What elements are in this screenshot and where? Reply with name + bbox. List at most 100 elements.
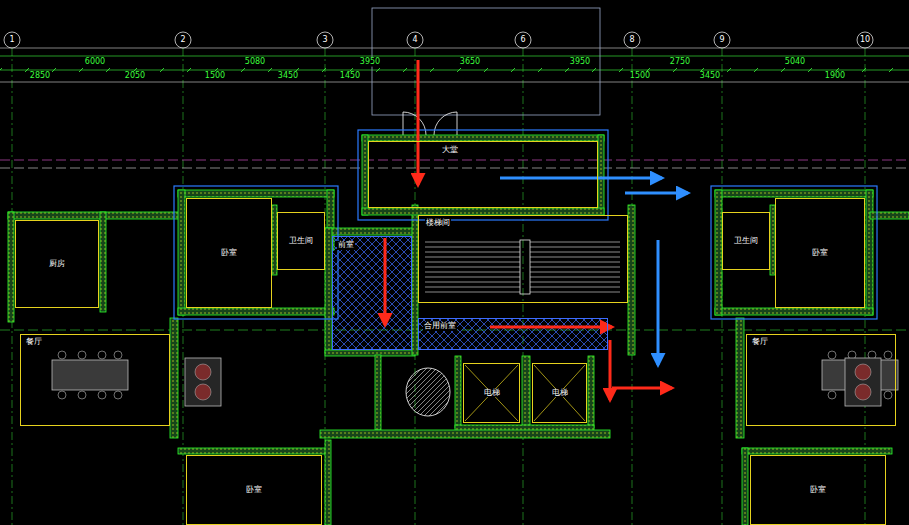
dimension-line (0, 48, 909, 49)
room-name: 卧室 (811, 249, 829, 258)
dimension-line (0, 82, 909, 83)
dimension-tick (781, 68, 785, 72)
chair (78, 391, 86, 399)
room: 电梯 (463, 363, 520, 423)
chair (828, 391, 836, 399)
stair-tread (425, 267, 520, 268)
dimension: 1900 (824, 72, 846, 81)
room: 卧室 (186, 198, 272, 308)
axis-number: 4 (411, 36, 418, 45)
room-name: 卧室 (809, 486, 827, 495)
dimension-line (0, 56, 909, 57)
chair (58, 351, 66, 359)
room: 楼梯间 (418, 215, 628, 303)
dimension: 2850 (29, 72, 51, 81)
dimension: 1450 (339, 72, 361, 81)
sofa (185, 358, 221, 406)
dimension-tick (565, 68, 569, 72)
room: 餐厅 (20, 334, 170, 426)
axis-number: 9 (718, 36, 725, 45)
sofa-seat (195, 384, 211, 400)
dimension: 3650 (459, 58, 481, 67)
chair (114, 351, 122, 359)
stair-tread (425, 282, 520, 283)
flow-arrow (490, 326, 612, 329)
dimension-tick (889, 68, 893, 72)
room-name: 卧室 (245, 486, 263, 495)
dimension-tick (376, 68, 380, 72)
chair (884, 351, 892, 359)
stair-tread (425, 257, 520, 258)
room-name: 卫生间 (733, 237, 759, 246)
flow-arrow (417, 60, 420, 185)
canopy-outline (372, 8, 600, 115)
stair-tread (530, 252, 620, 253)
dimension-tick (808, 68, 812, 72)
dimension-tick (592, 68, 596, 72)
wall (325, 350, 415, 356)
door-swing (403, 112, 426, 135)
elevator-cross (465, 365, 518, 421)
room-name: 卫生间 (288, 237, 314, 246)
wall (8, 212, 180, 219)
room: 卧室 (775, 198, 865, 308)
axis-number: 2 (179, 36, 186, 45)
dimension: 3950 (569, 58, 591, 67)
stair-tread (530, 292, 620, 293)
axis-number: 6 (519, 36, 526, 45)
stair-tread (425, 292, 520, 293)
dimension-tick (538, 68, 542, 72)
room-name: 电梯 (551, 389, 569, 398)
dimension-tick (322, 68, 326, 72)
axis-line (523, 48, 524, 525)
stair-tread (425, 242, 520, 243)
axis-number: 8 (628, 36, 635, 45)
wall (375, 355, 381, 430)
dimension-tick (241, 68, 245, 72)
room-name: 楼梯间 (425, 219, 451, 228)
reference-line (0, 160, 909, 161)
dimension-tick (619, 68, 623, 72)
stair-rail (520, 240, 530, 294)
wall (362, 208, 604, 215)
elevator-cross (534, 365, 585, 421)
stair-tread (530, 242, 620, 243)
wall (742, 448, 892, 454)
stair-tread (425, 252, 520, 253)
dimension-tick (457, 68, 461, 72)
wall (100, 212, 106, 312)
dimension: 5040 (784, 58, 806, 67)
dimension: 2750 (669, 58, 691, 67)
flow-arrow (500, 177, 662, 180)
hatch-area (332, 236, 412, 350)
room: 厨房 (15, 220, 99, 308)
wall (715, 308, 873, 315)
dimension: 3450 (699, 72, 721, 81)
flow-arrow (657, 240, 660, 365)
room: 前室 (332, 236, 412, 350)
room: 卧室 (750, 455, 886, 525)
stair-tread (530, 277, 620, 278)
wall (8, 212, 14, 322)
stair-tread (530, 247, 620, 248)
outline-blue (711, 186, 877, 319)
dimension: 3450 (277, 72, 299, 81)
sofa-seat (855, 364, 871, 380)
axis-bubble (4, 32, 20, 48)
dimension-tick (160, 68, 164, 72)
room: 卧室 (186, 455, 322, 525)
room-name: 合用前室 (423, 322, 457, 331)
dimension: 2050 (124, 72, 146, 81)
stair-tread (530, 282, 620, 283)
axis-bubble (714, 32, 730, 48)
flow-arrow (384, 238, 387, 325)
wall (870, 212, 909, 219)
dimension-tick (673, 68, 677, 72)
axis-bubble (407, 32, 423, 48)
room: 卫生间 (722, 212, 770, 270)
dining-table (52, 360, 128, 390)
room-name: 大堂 (441, 146, 459, 155)
dimension: 1500 (204, 72, 226, 81)
